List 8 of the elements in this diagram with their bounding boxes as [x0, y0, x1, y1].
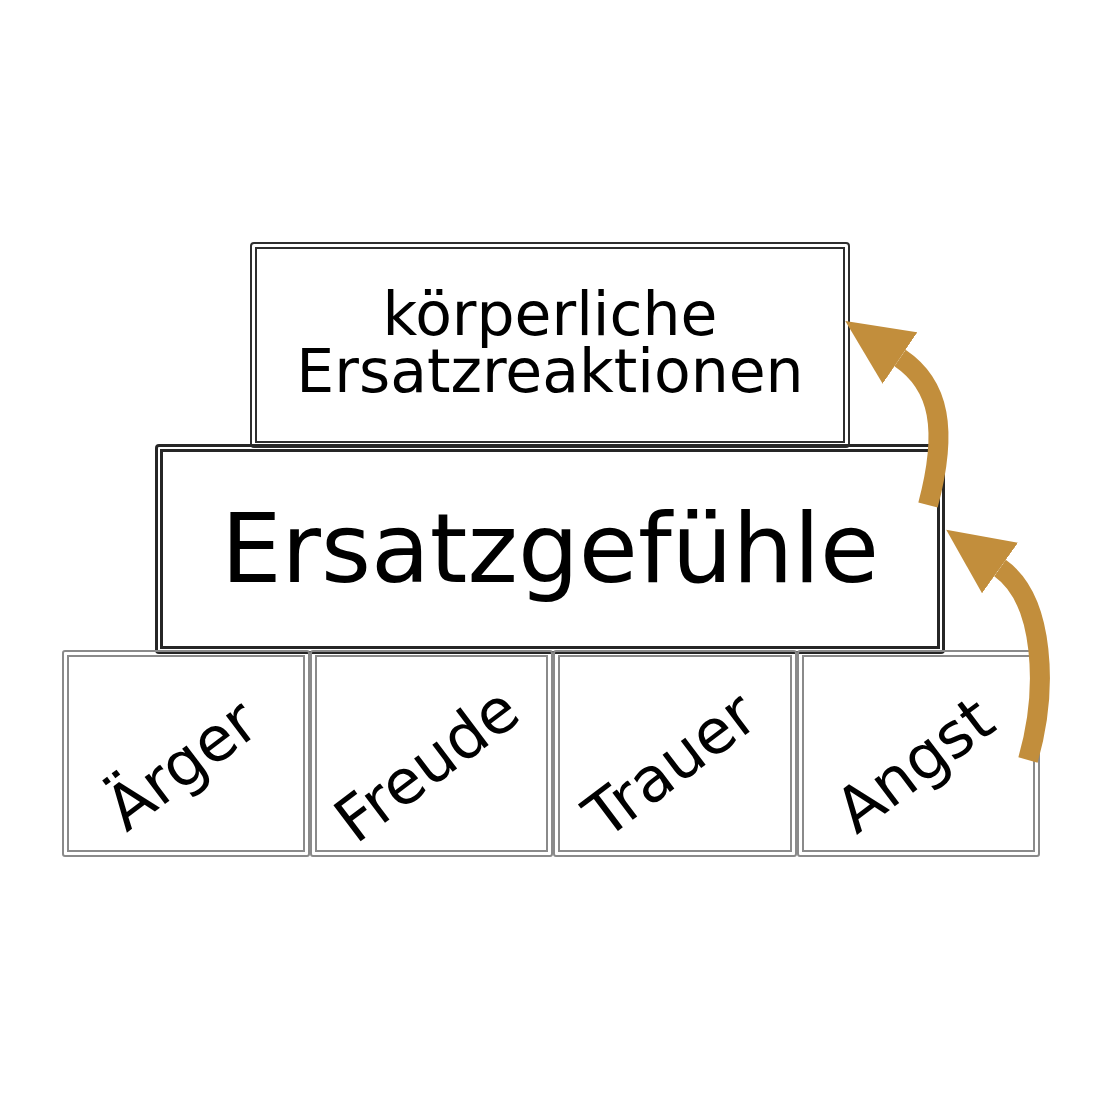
- sketch-box: [797, 650, 1040, 857]
- box-heading: Ersatzgefühle: [220, 492, 880, 607]
- box-heading: körperliche Ersatzreaktionen: [295, 286, 805, 404]
- sketch-box: [310, 650, 553, 857]
- sketch-box: [553, 650, 797, 857]
- sketch-box: [250, 242, 850, 448]
- sketch-box: [155, 444, 945, 654]
- sketch-box: [62, 650, 310, 857]
